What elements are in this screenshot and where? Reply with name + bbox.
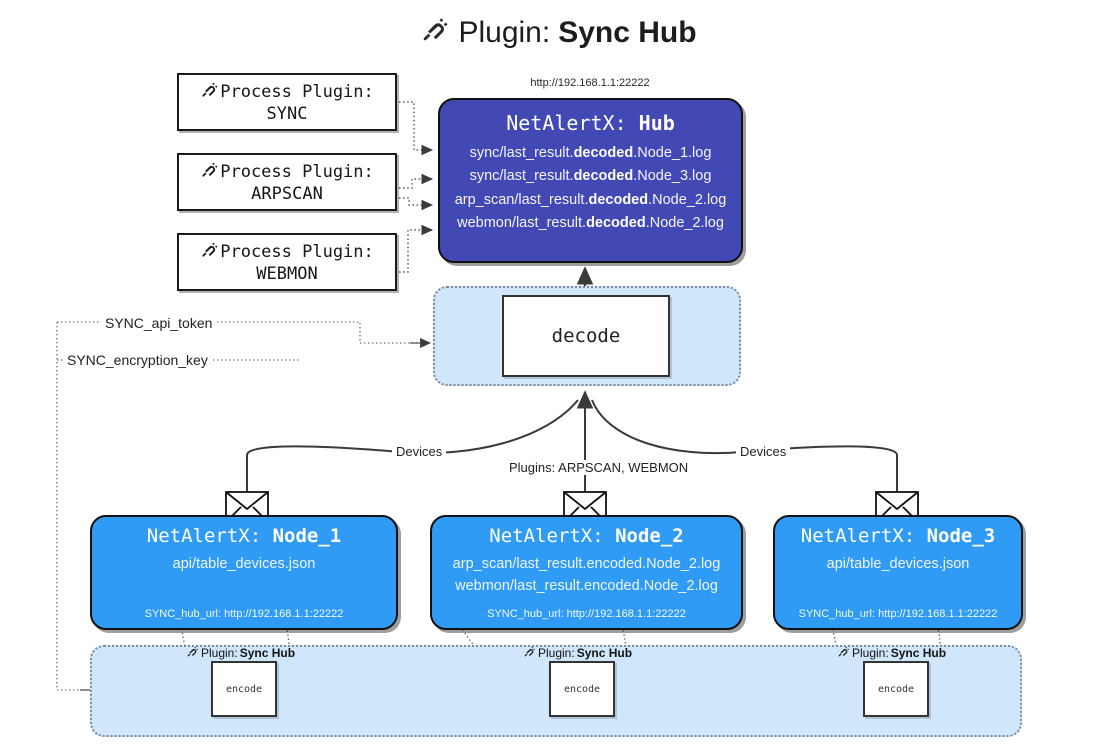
plugin-tag-node-2: Plugin: Sync Hub bbox=[523, 645, 632, 661]
hub-line-bold: decoded bbox=[588, 191, 649, 208]
node-title-prefix: NetAlertX: bbox=[489, 525, 604, 547]
hub-line-pre: arp_scan/last_result. bbox=[454, 191, 589, 208]
hub-line-pre: sync/last_result. bbox=[469, 144, 574, 161]
hub-line-post: .Node_1.log bbox=[633, 144, 712, 161]
plugin-tag-prefix: Plugin: bbox=[201, 646, 238, 660]
node-title-prefix: NetAlertX: bbox=[146, 525, 262, 547]
title-name: Sync Hub bbox=[558, 16, 697, 49]
encode-box-node-2[interactable]: encode bbox=[549, 661, 615, 717]
hub-line-pre: sync/last_result. bbox=[469, 168, 574, 184]
process-plugin-line2: ARPSCAN bbox=[251, 184, 323, 204]
process-plugin-line1: Process Plugin: bbox=[220, 242, 374, 262]
node-hub-url-footer: SYNC_hub_url: http://192.168.1.1:22222 bbox=[487, 608, 686, 620]
hub-url-label: http://192.168.1.1:22222 bbox=[530, 77, 650, 89]
node-card-node-1[interactable]: NetAlertX: Node_1 api/table_devices.json… bbox=[90, 515, 398, 630]
hub-line-post: .Node_2.log bbox=[648, 191, 727, 208]
node-card-node-3[interactable]: NetAlertX: Node_3 api/table_devices.json… bbox=[773, 515, 1023, 630]
node-title: NetAlertX: Node_2 bbox=[489, 525, 683, 547]
hub-title: NetAlertX: Hub bbox=[506, 111, 675, 135]
plugin-tag-prefix: Plugin: bbox=[538, 646, 575, 660]
node-title-name: Node_3 bbox=[926, 525, 996, 547]
hub-line-post: .Node_2.log bbox=[645, 215, 724, 231]
process-plugin-box-webmon[interactable]: Process Plugin: WEBMON bbox=[177, 233, 397, 291]
hub-line-bold: decoded bbox=[586, 215, 646, 231]
node-path-line: api/table_devices.json bbox=[172, 556, 316, 572]
hub-line-post: .Node_3.log bbox=[633, 168, 712, 184]
plugin-tag-node-3: Plugin: Sync Hub bbox=[837, 645, 946, 661]
encode-box-node-3[interactable]: encode bbox=[863, 661, 929, 717]
node-hub-url-footer: SYNC_hub_url: http://192.168.1.1:22222 bbox=[798, 608, 998, 620]
plug-icon bbox=[200, 160, 219, 184]
hub-title-prefix: NetAlertX: bbox=[506, 111, 627, 135]
node-title: NetAlertX: Node_3 bbox=[801, 525, 995, 547]
plug-icon bbox=[420, 14, 450, 52]
plugin-tag-prefix: Plugin: bbox=[852, 646, 889, 660]
node-title: NetAlertX: Node_1 bbox=[147, 525, 341, 547]
process-plugin-line1: Process Plugin: bbox=[220, 162, 374, 182]
plug-icon bbox=[186, 645, 199, 661]
hub-title-name: Hub bbox=[638, 111, 675, 135]
plugin-tag-name: Sync Hub bbox=[890, 646, 947, 660]
node-path-line: arp_scan/last_result.encoded.Node_2.log bbox=[452, 556, 721, 572]
hub-line-bold: decoded bbox=[573, 144, 634, 161]
hub-line-pre: webmon/last_result. bbox=[457, 215, 587, 231]
node-card-node-2[interactable]: NetAlertX: Node_2 arp_scan/last_result.e… bbox=[430, 515, 743, 630]
process-plugin-line2: WEBMON bbox=[256, 264, 318, 284]
process-plugin-line1: Process Plugin: bbox=[220, 82, 374, 102]
plugin-tag-name: Sync Hub bbox=[239, 646, 296, 660]
node-title-name: Node_1 bbox=[272, 525, 342, 547]
decode-box[interactable]: decode bbox=[502, 295, 670, 377]
plugin-tag-name: Sync Hub bbox=[576, 646, 633, 660]
node-hub-url-footer: SYNC_hub_url: http://192.168.1.1:22222 bbox=[144, 608, 344, 620]
node-path-line: webmon/last_result.encoded.Node_2.log bbox=[455, 578, 718, 594]
edge-label-devices-right: Devices bbox=[736, 444, 791, 459]
hub-log-line: sync/last_result.decoded.Node_1.log bbox=[469, 144, 712, 161]
process-plugin-line2: SYNC bbox=[266, 104, 308, 124]
encode-box-node-1[interactable]: encode bbox=[211, 661, 277, 717]
plug-icon bbox=[523, 645, 536, 661]
page-title: Plugin: Sync Hub bbox=[0, 14, 1117, 52]
plugin-tag-node-1: Plugin: Sync Hub bbox=[186, 645, 295, 661]
hub-log-line: sync/last_result.decoded.Node_3.log bbox=[470, 169, 712, 184]
edge-label-plugins: Plugins: ARPSCAN, WEBMON bbox=[505, 460, 693, 475]
edge-label-devices-left: Devices bbox=[392, 444, 447, 459]
hub-log-line: webmon/last_result.decoded.Node_2.log bbox=[457, 216, 724, 231]
node-path-line: api/table_devices.json bbox=[826, 556, 970, 572]
plug-icon bbox=[837, 645, 850, 661]
process-plugin-box-arpscan[interactable]: Process Plugin: ARPSCAN bbox=[177, 153, 397, 211]
hub-log-line: arp_scan/last_result.decoded.Node_2.log bbox=[454, 191, 727, 208]
node-title-name: Node_2 bbox=[615, 525, 684, 547]
sync-api-token-label: SYNC_api_token bbox=[101, 315, 217, 331]
sync-encryption-key-label: SYNC_encryption_key bbox=[63, 352, 212, 368]
plug-icon bbox=[200, 80, 219, 104]
title-prefix: Plugin: bbox=[458, 16, 551, 49]
process-plugin-box-sync[interactable]: Process Plugin: SYNC bbox=[177, 73, 397, 131]
node-title-prefix: NetAlertX: bbox=[800, 525, 916, 547]
hub-line-bold: decoded bbox=[573, 168, 634, 184]
plug-icon bbox=[200, 240, 219, 264]
hub-card[interactable]: NetAlertX: Hub sync/last_result.decoded.… bbox=[438, 98, 743, 263]
